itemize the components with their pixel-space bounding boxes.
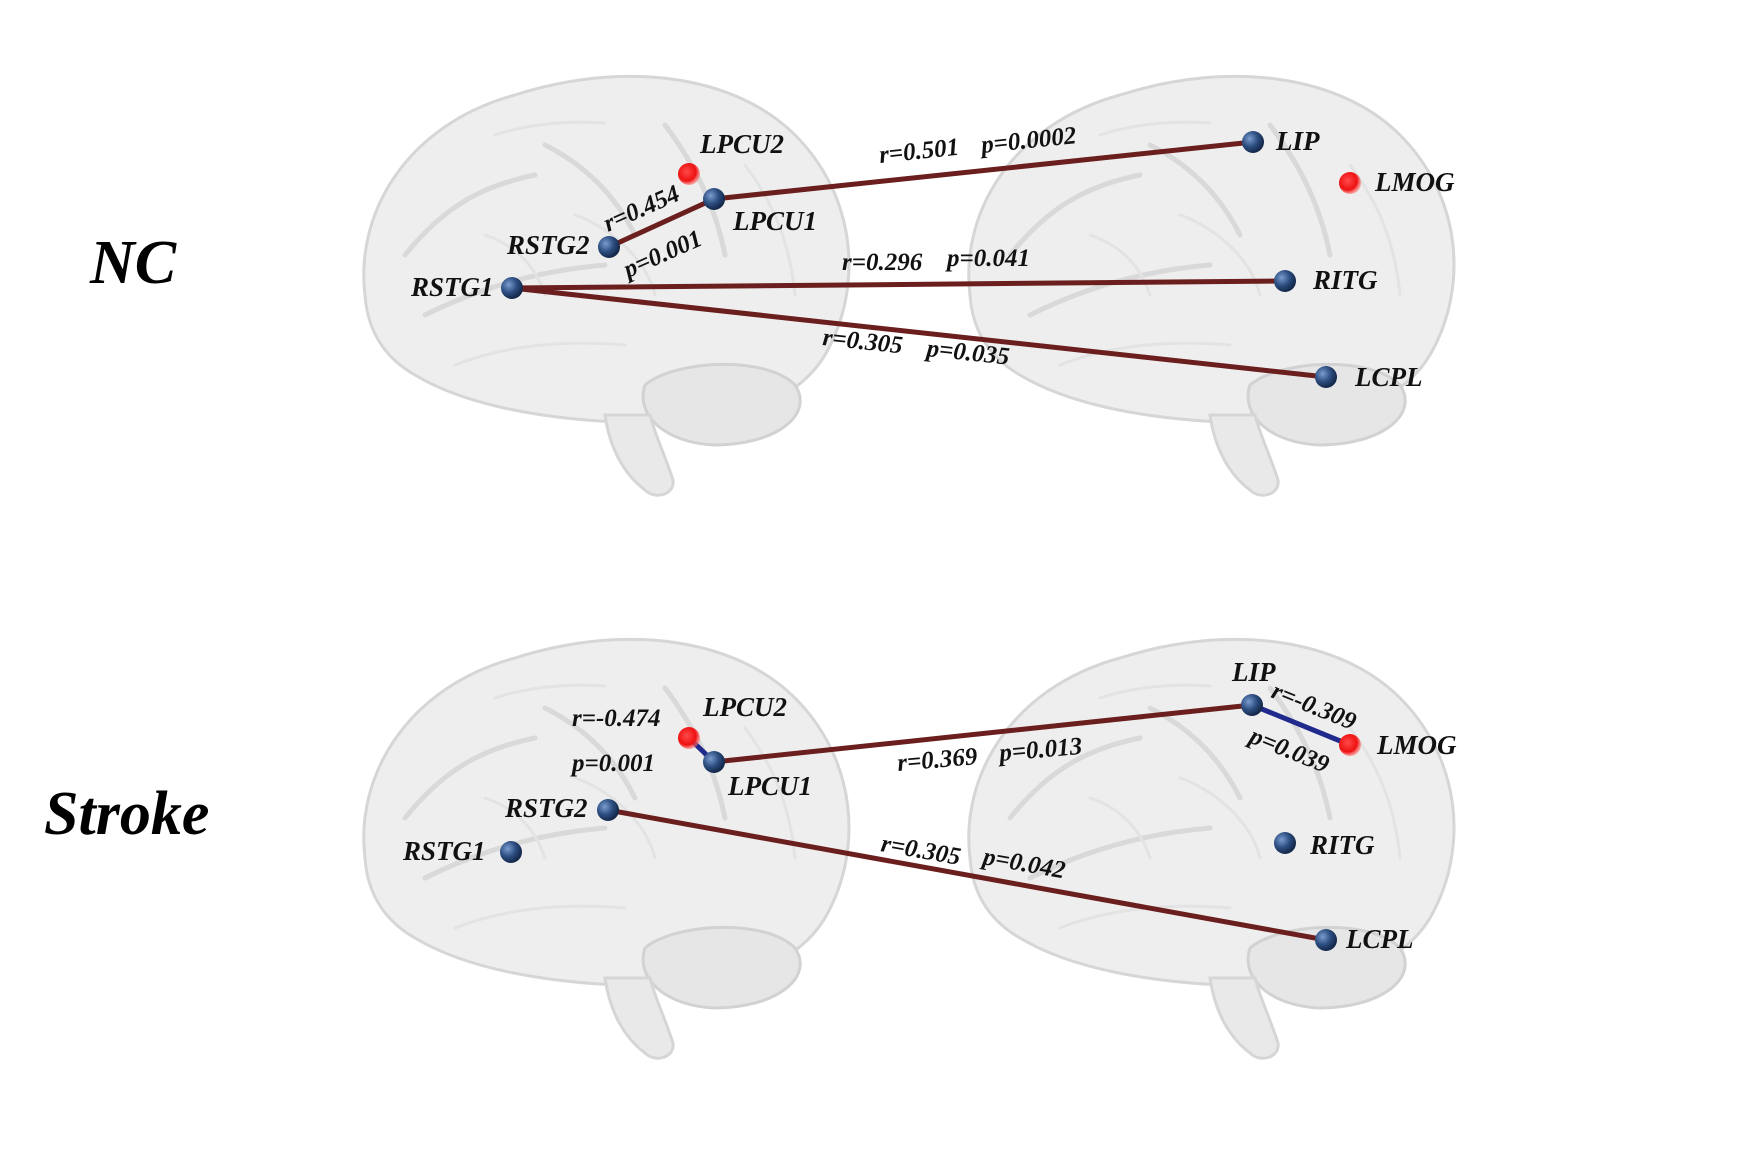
edge-nc-rstg1-ritg [509, 278, 1288, 291]
label-stroke-rstg2: RSTG2 [504, 793, 588, 823]
stat-nc-rstg1-ritg-r: r=0.296 [842, 249, 923, 276]
label-stroke-lpcu2: LPCU2 [702, 692, 787, 722]
node-stroke-lcpl [1315, 929, 1337, 951]
label-stroke-lip: LIP [1231, 657, 1276, 687]
stat-stroke-lpcu1-lip-r: r=0.369 [896, 743, 979, 777]
stroke-node-labels: LPCU2 LPCU1 RSTG2 RSTG1 LIP LMOG RITG LC… [402, 657, 1457, 954]
label-nc-lcpl: LCPL [1354, 362, 1423, 392]
edge-nc-rstg1-lcpl [509, 285, 1329, 380]
node-stroke-lpcu1 [703, 751, 725, 773]
node-nc-lmog [1339, 172, 1361, 194]
stroke-nodes [500, 694, 1361, 951]
label-stroke-rstg1: RSTG1 [402, 836, 486, 866]
edge-stroke-lip-lmog [1249, 702, 1353, 748]
edge-stroke-rstg2-lcpl [605, 807, 1329, 943]
node-nc-lip [1242, 131, 1264, 153]
label-stroke-lpcu1: LPCU1 [727, 771, 812, 801]
node-nc-rstg2 [598, 236, 620, 258]
edge-nc-lpcu1-lip [711, 139, 1256, 202]
node-stroke-lip [1241, 694, 1263, 716]
node-stroke-lmog [1339, 734, 1361, 756]
label-stroke-lcpl: LCPL [1345, 924, 1414, 954]
label-stroke-ritg: RITG [1309, 830, 1375, 860]
stat-stroke-lpcu2-lpcu1-p: p=0.001 [570, 750, 655, 777]
label-nc-rstg2: RSTG2 [506, 230, 590, 260]
node-stroke-lpcu2 [678, 727, 700, 749]
label-nc-ritg: RITG [1312, 265, 1378, 295]
stat-nc-rstg1-ritg-p: p=0.041 [945, 245, 1030, 272]
label-nc-lpcu1: LPCU1 [732, 206, 817, 236]
node-stroke-rstg1 [500, 841, 522, 863]
node-nc-lpcu2 [678, 163, 700, 185]
node-stroke-rstg2 [597, 799, 619, 821]
label-nc-lip: LIP [1275, 126, 1320, 156]
group-label-stroke: Stroke [44, 780, 209, 848]
edge-nc-rstg2-lpcu1 [606, 196, 717, 250]
node-nc-lcpl [1315, 366, 1337, 388]
node-nc-lpcu1 [703, 188, 725, 210]
nc-edges [509, 139, 1329, 380]
label-nc-rstg1: RSTG1 [410, 272, 494, 302]
stat-nc-lpcu1-lip-r: r=0.501 [878, 134, 961, 169]
node-nc-rstg1 [501, 277, 523, 299]
nc-nodes [501, 131, 1361, 388]
stat-stroke-lpcu2-lpcu1-r: r=-0.474 [572, 705, 661, 732]
group-label-nc: NC [89, 229, 177, 297]
edge-stroke-lpcu1-lip [711, 702, 1255, 765]
brain-stroke-right [969, 639, 1454, 1058]
nc-node-labels: LPCU2 LPCU1 RSTG2 RSTG1 LIP LMOG RITG LC… [410, 126, 1455, 392]
node-stroke-ritg [1274, 832, 1296, 854]
label-nc-lmog: LMOG [1374, 167, 1455, 197]
label-nc-lpcu2: LPCU2 [699, 129, 784, 159]
node-nc-ritg [1274, 270, 1296, 292]
label-stroke-lmog: LMOG [1376, 730, 1457, 760]
